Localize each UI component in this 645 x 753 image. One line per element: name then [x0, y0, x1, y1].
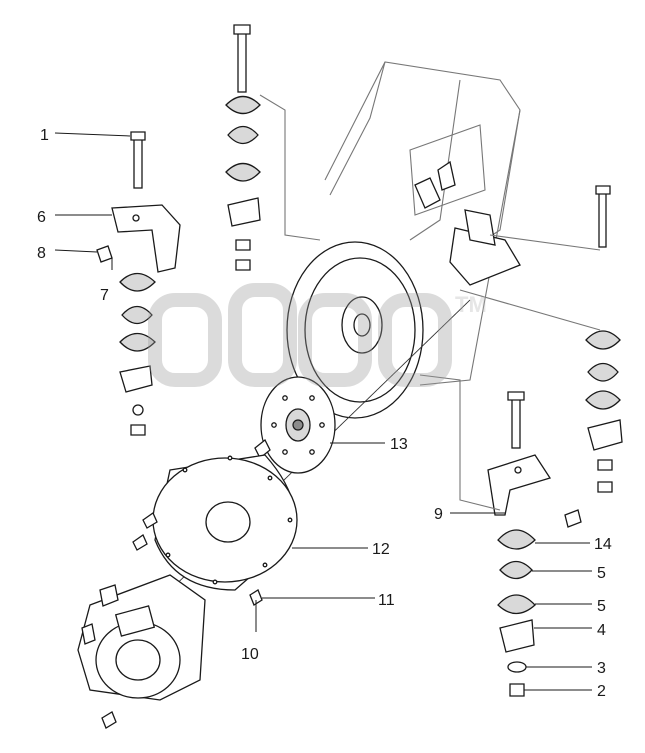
callout-6: 6 — [37, 209, 46, 226]
watermark-logo: TM — [148, 283, 487, 387]
adapter-bolt-10 — [249, 589, 263, 632]
callout-11: 11 — [378, 592, 395, 609]
callout-14: 14 — [594, 536, 612, 553]
callout-13: 13 — [390, 436, 408, 453]
callout-5a: 5 — [597, 565, 606, 582]
callout-5b: 5 — [597, 598, 606, 615]
callout-10: 10 — [241, 646, 259, 663]
engine-housing — [324, 61, 521, 386]
callout-12: 12 — [372, 541, 390, 558]
callout-4: 4 — [597, 622, 606, 639]
left-mount-stack — [96, 131, 181, 436]
adapter-bolt-left — [132, 512, 158, 551]
callout-3: 3 — [597, 660, 606, 677]
watermark-trademark: TM — [455, 292, 487, 317]
right-bottom-mount-stack — [419, 374, 582, 697]
adapter-housing — [152, 454, 298, 591]
callout-9: 9 — [434, 506, 443, 523]
flywheel-housing — [286, 241, 424, 419]
generator — [77, 574, 206, 729]
top-center-mount-stack — [225, 24, 321, 271]
callout-7: 7 — [100, 287, 109, 304]
callout-1: 1 — [40, 127, 49, 144]
coupling-bolt — [254, 438, 271, 460]
callout-8: 8 — [37, 245, 46, 262]
coupling-plate — [260, 376, 336, 474]
callout-2: 2 — [597, 683, 606, 700]
right-top-mount-stack — [459, 185, 623, 493]
leader-lines — [54, 132, 592, 691]
